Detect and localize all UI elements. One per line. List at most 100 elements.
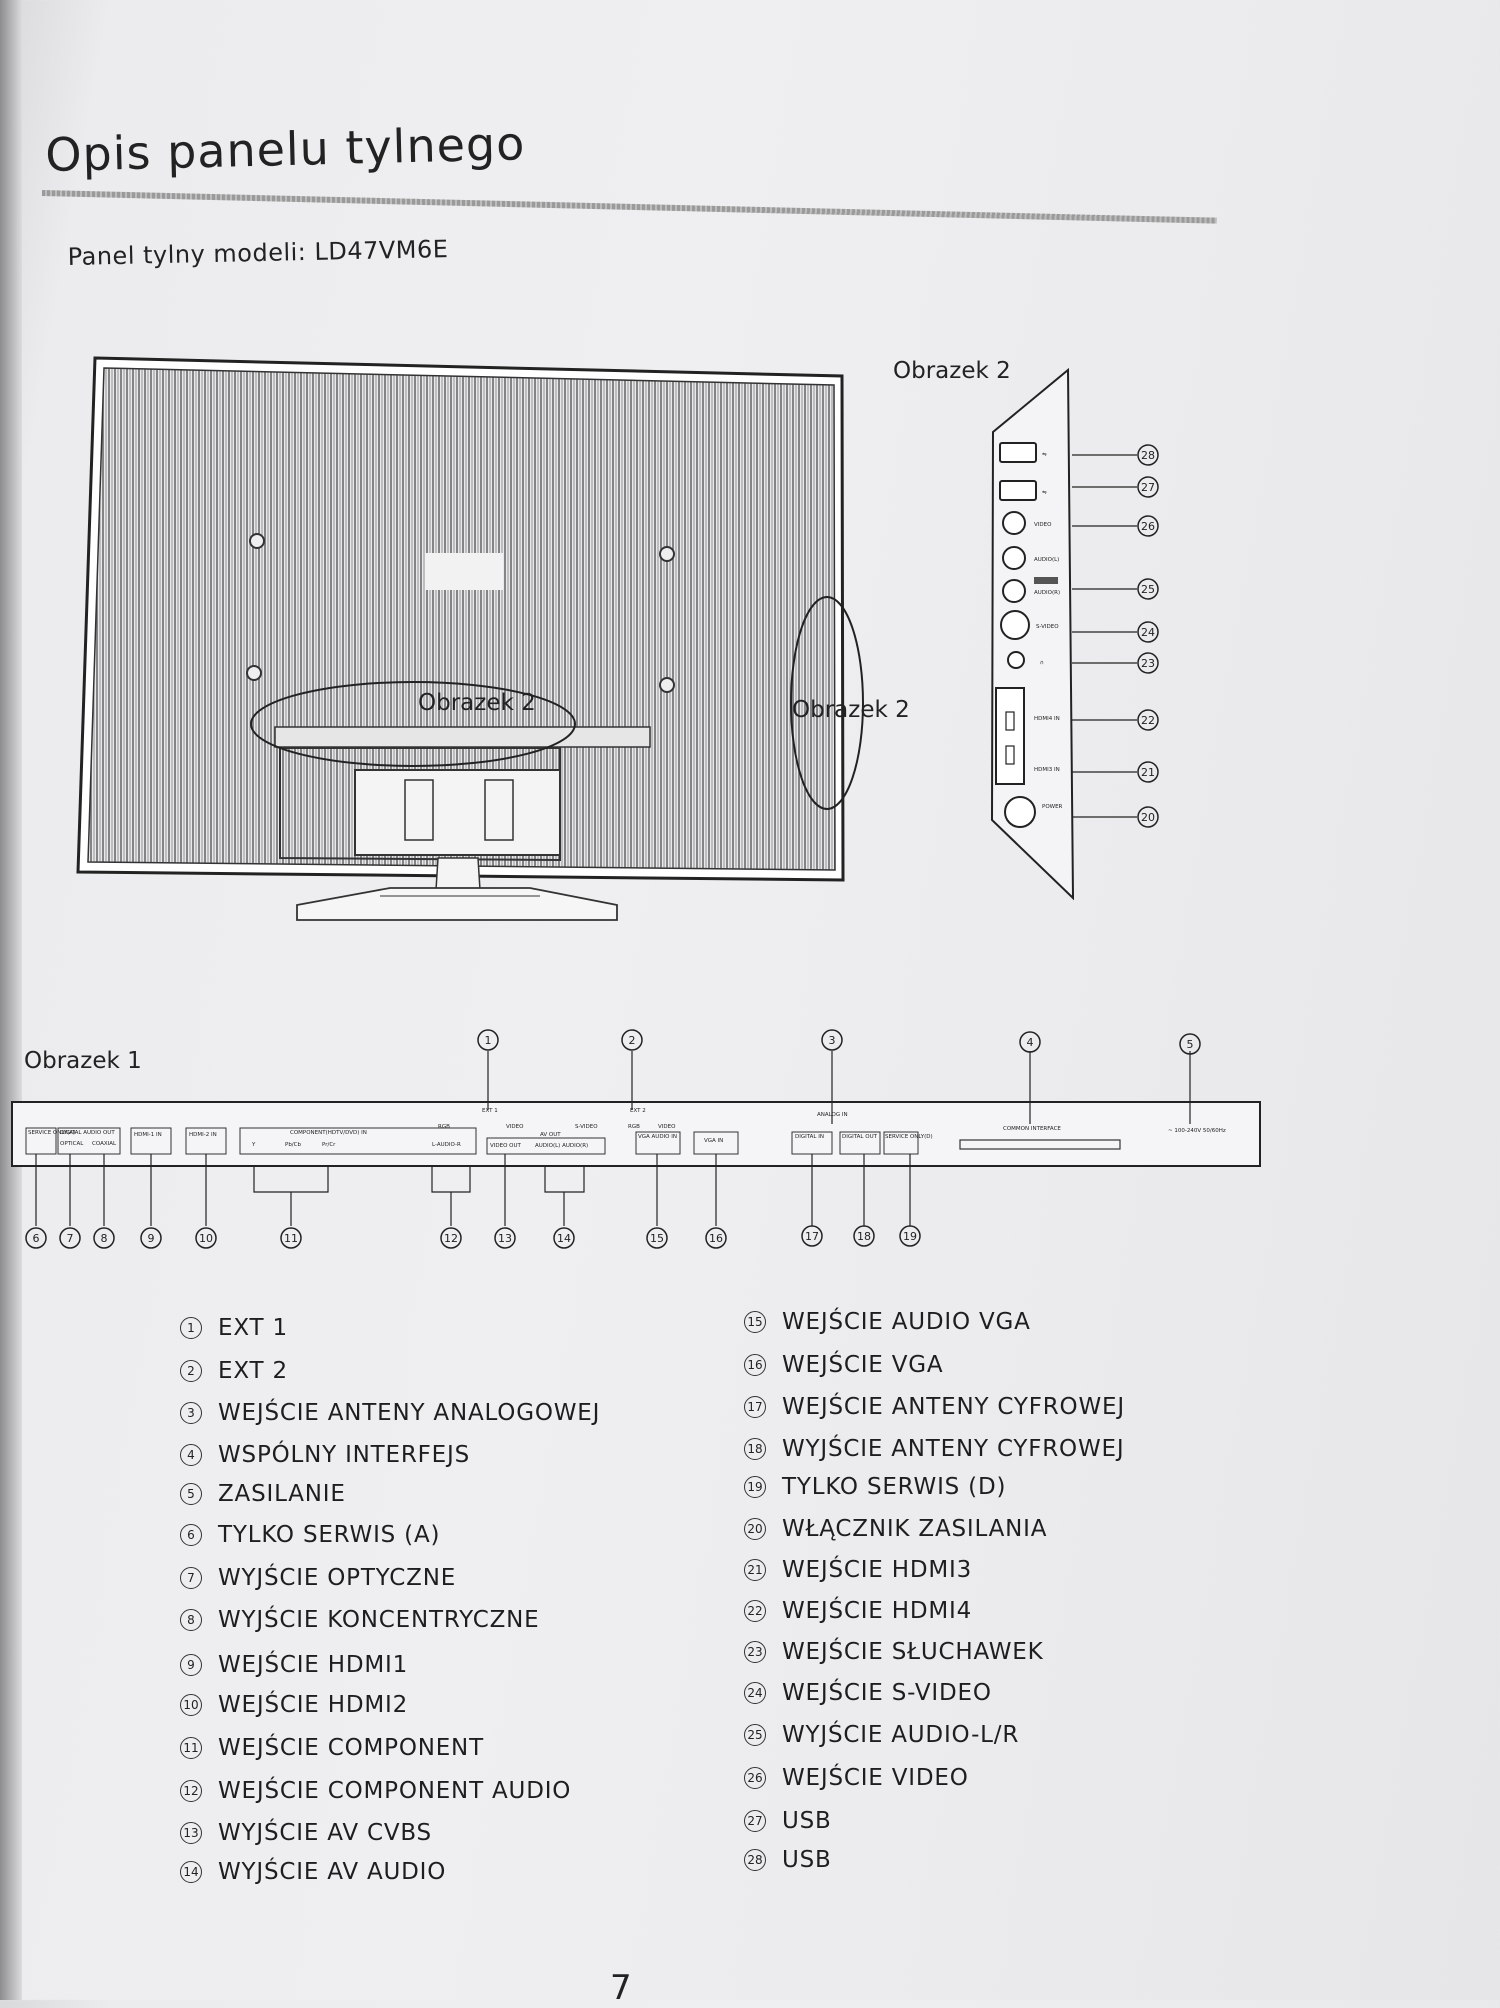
side-num-25: 25 [1141,583,1155,596]
legend-number: 17 [744,1396,766,1418]
callout-ellipse-side [790,596,864,810]
io-num-1: 1 [485,1034,492,1047]
io-label-pbcb: Pb/Cb [285,1142,302,1148]
legend-number: 1 [180,1317,202,1339]
io-num-16: 16 [709,1232,723,1245]
legend-number: 10 [180,1694,202,1716]
legend-number: 20 [744,1518,766,1540]
legend-text: EXT 1 [218,1315,288,1341]
legend-text: WEJŚCIE VGA [782,1352,944,1378]
digital-out-port [839,1131,881,1155]
book-spine-shadow [0,0,22,2000]
io-label-prcr: Pr/Cr [322,1142,336,1148]
io-label-common-interface: COMMON INTERFACE [1003,1126,1061,1132]
legend-text: USB [782,1808,832,1834]
io-num-7: 7 [67,1232,74,1245]
io-label-power-spec: ~ 100-240V 50/60Hz [1168,1128,1226,1134]
side-num-28: 28 [1141,449,1155,462]
legend-item: 9 WEJŚCIE HDMI1 [180,1652,408,1678]
usb-port [999,442,1037,463]
legend-item: 14 WYJŚCIE AV AUDIO [180,1859,446,1885]
legend-text: WEJŚCIE S-VIDEO [782,1680,992,1706]
legend-number: 16 [744,1354,766,1376]
legend-number: 7 [180,1567,202,1589]
hdmi-block [995,687,1025,785]
legend-item: 16 WEJŚCIE VGA [744,1352,943,1378]
audio-r-jack [1002,579,1026,603]
io-num-9: 9 [148,1232,155,1245]
legend-number: 23 [744,1641,766,1663]
legend-item: 23 WEJŚCIE SŁUCHAWEK [744,1639,1044,1665]
mount-hole [246,665,262,681]
usb-icon: ⇋ [1042,490,1047,496]
svideo-jack [1000,610,1030,640]
legend-text: WEJŚCIE AUDIO VGA [782,1309,1031,1335]
legend-number: 11 [180,1737,202,1759]
usb-icon: ⇋ [1042,452,1047,458]
video-jack [1002,511,1026,535]
io-label-digital-in: DIGITAL IN [795,1134,824,1140]
legend-text: WEJŚCIE COMPONENT AUDIO [218,1778,572,1804]
legend-item: 17 WEJŚCIE ANTENY CYFROWEJ [744,1394,1125,1420]
legend-number: 9 [180,1654,202,1676]
vga-audio-port [635,1131,681,1155]
io-num-13: 13 [498,1232,512,1245]
legend-number: 13 [180,1822,202,1844]
mount-hole [659,546,675,562]
io-label-optical: OPTICAL [60,1141,84,1147]
side-label-svideo: S-VIDEO [1036,624,1059,630]
legend-number: 6 [180,1524,202,1546]
io-label-digital-out: DIGITAL OUT [842,1134,878,1140]
legend-number: 5 [180,1483,202,1505]
service-a-port [25,1127,57,1155]
side-num-27: 27 [1141,481,1155,494]
callout-ellipse-bottom [250,681,576,767]
legend-number: 4 [180,1444,202,1466]
legend-number: 14 [180,1861,202,1883]
legend-text: TYLKO SERWIS (A) [218,1522,441,1548]
legend-text: WŁĄCZNIK ZASILANIA [782,1516,1048,1542]
io-label-hdmi2: HDMI-2 IN [189,1132,217,1138]
figure-1-label: Obrazek 1 [24,1048,142,1074]
io-num-17: 17 [805,1230,819,1243]
legend-text: WEJŚCIE COMPONENT [218,1735,484,1761]
legend-item: 20 WŁĄCZNIK ZASILANIA [744,1516,1047,1542]
mount-hole [659,677,675,693]
side-num-23: 23 [1141,657,1155,670]
legend-text: USB [782,1847,832,1873]
side-label-power: POWER [1042,804,1063,810]
service-d-port [883,1131,919,1155]
headphone-jack [1007,651,1025,669]
io-label-rgb2: RGB [628,1124,640,1130]
io-label-ext2: EXT 2 [630,1108,646,1114]
legend-text: WYJŚCIE AV AUDIO [218,1859,447,1885]
io-label-svideo: S-VIDEO [575,1124,598,1130]
io-label-av-out: AV OUT [540,1132,561,1138]
side-num-20: 20 [1141,811,1155,824]
side-num-24: 24 [1141,626,1155,639]
legend-number: 15 [744,1311,766,1333]
legend-text: WEJŚCIE HDMI1 [218,1652,409,1678]
legend-text: WYJŚCIE AV CVBS [218,1820,432,1846]
tv-body [76,356,845,891]
power-switch [1004,796,1036,828]
legend-text: WEJŚCIE SŁUCHAWEK [782,1639,1044,1665]
legend-text: WEJŚCIE ANTENY CYFROWEJ [782,1394,1125,1420]
legend-text: WEJŚCIE HDMI3 [782,1557,973,1583]
side-num-22: 22 [1141,714,1155,727]
io-num-3: 3 [829,1034,836,1047]
av-out-block [486,1137,606,1155]
legend-item: 1 EXT 1 [180,1315,288,1341]
legend-item: 6 TYLKO SERWIS (A) [180,1522,440,1548]
component-block [239,1127,477,1155]
io-num-4: 4 [1027,1036,1034,1049]
